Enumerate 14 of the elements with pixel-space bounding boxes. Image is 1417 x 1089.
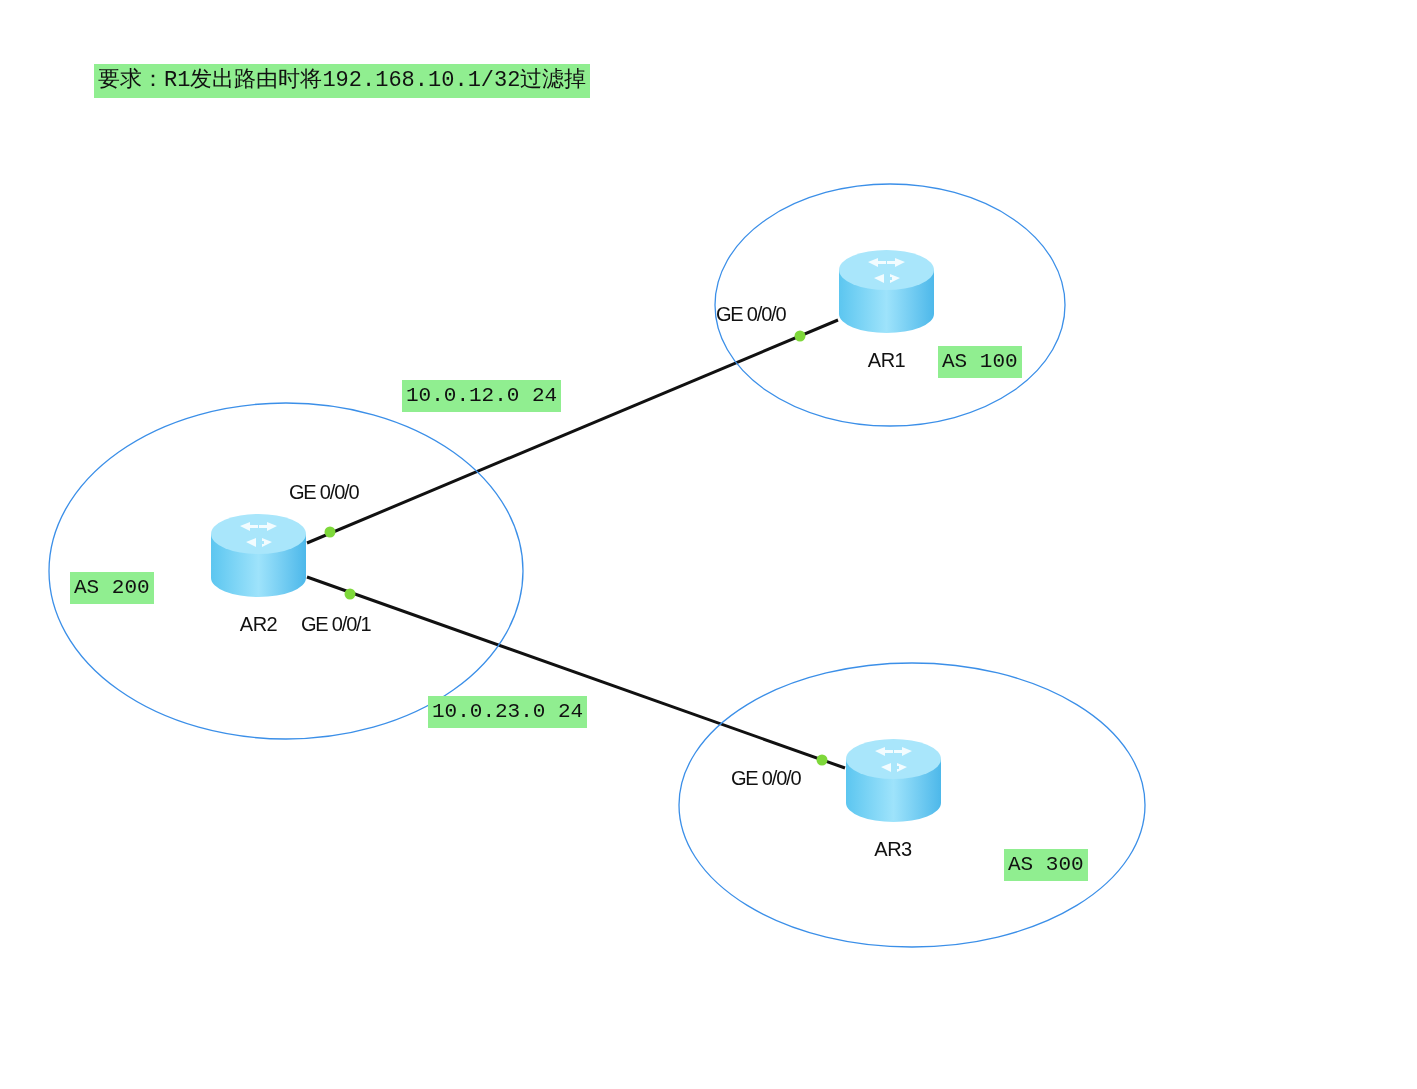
as-label: AS 200: [70, 572, 154, 604]
router-name: AR1: [866, 349, 907, 372]
as-label: AS 100: [938, 346, 1022, 378]
router-name: AR3: [873, 838, 913, 861]
subnet-label: 10.0.23.0 24: [428, 696, 588, 728]
title: 要求：R1发出路由时将192.168.10.1/32过滤掉: [94, 64, 591, 98]
link-line: [306, 318, 839, 545]
interface-label: GE 0/0/0: [731, 767, 801, 790]
interface-label: GE 0/0/1: [301, 613, 371, 636]
interface-label: GE 0/0/0: [716, 303, 786, 326]
as-label: AS 300: [1004, 849, 1088, 881]
router-name: AR2: [238, 613, 279, 636]
subnet-label: 10.0.12.0 24: [402, 380, 562, 412]
interface-label: GE 0/0/0: [289, 481, 359, 504]
